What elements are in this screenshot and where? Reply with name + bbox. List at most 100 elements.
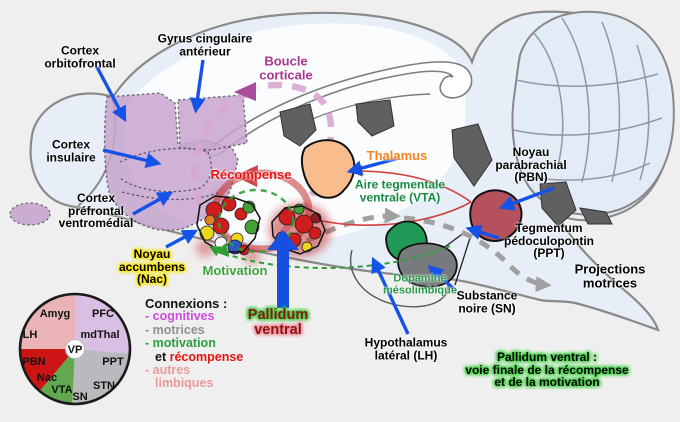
pie-label-amyg: Amyg [40,308,71,320]
motor-pathway-dashed [305,207,552,293]
label-line: parabrachial [495,157,567,172]
label-line: et de la motivation [494,375,600,390]
label-line: Cortex [60,43,100,58]
label-gyrus-cingulaire: Gyrus cingulaire antérieur [158,32,253,57]
cortex-subdivisions [119,147,221,201]
mesolimbic-dopamine-dashed [209,245,451,270]
label-line: Aire tegmentale [354,177,446,192]
label-line: Cortex [76,191,116,206]
label-line: mésolimbique [383,284,457,296]
deep-structures [279,99,613,227]
label-noyau-accumbens: Noyau accumbens (Nac) [119,248,185,286]
hippocampal-curve [309,93,431,121]
label-line: antérieur [179,44,231,58]
pie-label-ppt: PPT [102,356,124,368]
label-line: Noyau [133,247,171,262]
label-line: (PBN) [514,170,548,185]
label-dopamine-mesolimbique: Dopamine mésolimbique [383,273,457,296]
label-recompense: Récompense [211,168,292,182]
legend-text: récompense [169,349,244,364]
label-projections-motrices: Projections motrices [575,262,646,289]
label-line: préfrontal [67,203,125,218]
pie-border [18,292,132,406]
thalamus-region [301,139,356,199]
label-line: Projections [574,261,646,277]
pie-segment-motivation [39,349,75,404]
pie-label-nac: Nac [37,372,57,384]
label-line: noire (SN) [458,301,516,315]
label-line: (PPT) [533,246,565,261]
label-line: Pallidum [247,306,309,323]
pie-segment-reward [20,349,75,392]
label-line: Pallidum ventral : [496,350,598,365]
label-pallidum-note: Pallidum ventral : voie finale de la réc… [465,351,628,389]
motivation-loop [217,188,295,254]
legend-text: et [155,349,167,364]
label-line: orbitofrontal [44,56,116,70]
label-pallidum-ventral: Pallidum ventral [247,306,309,338]
pie-segment-motor [72,349,130,404]
label-line: ventromédial [58,216,134,231]
legend-title: Connexions : [145,296,228,311]
pie-label-sn: SN [72,391,87,403]
legend-item-motivation: - motivation [145,336,216,351]
label-line: Récompense [210,167,292,183]
pie-label-stn: STN [93,380,115,392]
pie-label-pfc: PFC [92,308,114,320]
label-line: ventral [254,322,302,338]
reward-loop-arrowhead [234,165,258,187]
piriform-cortex-blob [9,202,51,226]
label-thalamus: Thalamus [367,149,428,163]
label-cortex-insulaire: Cortex insulaire [46,138,95,163]
label-pbn: Noyau parabrachial (PBN) [495,146,566,184]
label-line: corticale [259,67,313,82]
label-line: accumbens [118,259,186,274]
pie-center-circle [65,339,85,359]
label-line: Cortex [51,137,91,152]
pie-label-vta: VTA [51,384,72,396]
label-hypothalamus: Hypothalamus latéral (LH) [365,336,448,361]
legend-item-motrices: - motrices [145,322,205,337]
label-line: ventrale (VTA) [359,190,441,204]
label-line: voie finale de la récompense [465,362,629,377]
label-vta: Aire tegmentale ventrale (VTA) [355,178,445,203]
pie-label-lh: LH [23,329,38,341]
label-motivation: Motivation [203,264,268,278]
label-ppt: Tegmentum pédoculopontin (PPT) [504,222,594,260]
vp-afferents-pie: Amyg PFC LH mdThal PBN PPT Nac VTA SN ST… [18,292,132,406]
label-line: motrices [582,275,638,290]
legend-item-autres: - autres [145,363,191,378]
label-line: Dopamine [393,272,447,285]
pallidum-thick-arrow [267,230,299,308]
label-line: Gyrus cingulaire [157,31,253,46]
pointer-arrows [95,59,555,335]
label-line: Hypothalamus [364,335,448,350]
cerebellum [511,10,675,216]
label-line: Boucle [264,53,308,69]
legend-item-cognitives: - cognitives [145,309,215,324]
label-line: insulaire [46,150,96,164]
pie-label-mdthal: mdThal [80,329,119,341]
pie-label-pbn: PBN [22,356,45,368]
label-line: Noyau [512,145,550,160]
reward-path-to-thalamus [350,165,472,203]
label-line: Tegmentum [515,221,583,236]
label-line: pédoculopontin [504,233,594,248]
legend-item-recompense: et récompense [145,349,244,364]
label-boucle-corticale: Boucle corticale [259,54,312,81]
label-line: (Nac) [136,272,167,287]
corpus-callosum [204,61,473,157]
label-line: latéral (LH) [374,348,438,362]
pie-segment-cognitive [75,294,131,354]
label-cortex-prefrontal: Cortex préfrontal ventromédial [59,192,134,230]
label-substance-noire: Substance noire (SN) [457,289,518,314]
cortical-loop-arrowhead [234,82,256,101]
legend-item-limbiques: limbiques [155,376,214,391]
pie-segment-limbic [20,294,75,349]
connections-legend: Connexions : - cognitives - motrices - m… [145,297,243,391]
label-cortex-orbitofrontal: Cortex orbitofrontal [44,44,115,69]
label-line: Thalamus [366,148,428,164]
label-line: Motivation [202,263,268,279]
